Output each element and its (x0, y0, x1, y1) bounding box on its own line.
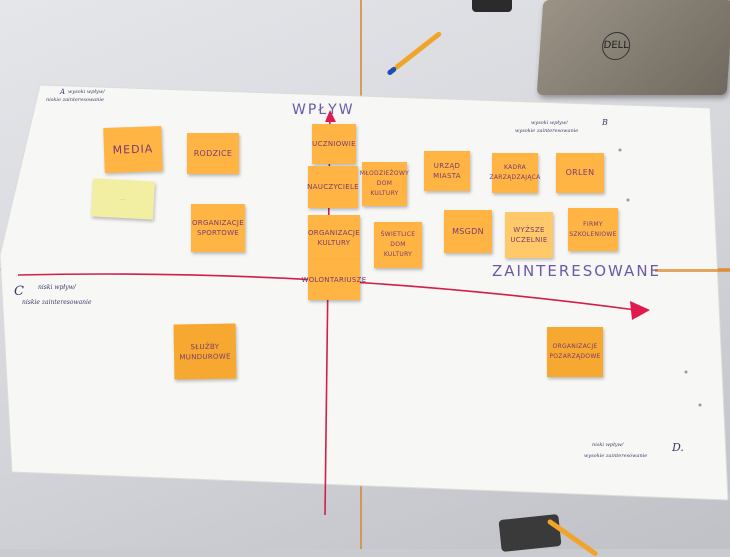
sticky-note: NAUCZYCIELE (307, 166, 359, 208)
quadrant-d-text: niski wpływ/ (592, 442, 624, 448)
quadrant-c-text: niski wpływ/ (38, 284, 76, 291)
quadrant-c-text: niskie zainteresowanie (22, 299, 92, 306)
sticky-note: ORLEN (556, 153, 604, 193)
quadrant-b-text: wysoki wpływ/ (531, 120, 568, 126)
quadrant-a-letter: A (60, 88, 66, 96)
sticky-note: WOLONTARIUSZE (302, 260, 366, 300)
quadrant-a-text: wysoki wpływ/ (68, 89, 105, 95)
sticky-note: RODZICE (187, 133, 239, 174)
quadrant-c-letter: C (14, 284, 24, 299)
phone (472, 0, 512, 12)
sticky-note: UCZNIOWIE (312, 124, 356, 164)
quadrant-a-text: niskie zainteresowanie (46, 97, 104, 103)
axis-label-horizontal: ZAINTERESOWANE (492, 262, 662, 280)
quadrant-d-text: wysokie zainteresowanie (584, 453, 648, 459)
quadrant-d-letter: D. (672, 441, 684, 454)
sticky-note: ... (91, 178, 155, 220)
sticky-note: MEDIA (103, 126, 163, 173)
vertical-axis-arrow (325, 110, 336, 122)
sticky-note: MSGDN (444, 210, 492, 253)
horizontal-axis-arrow (630, 301, 650, 320)
table-seam (655, 269, 730, 272)
axis-label-vertical: WPŁYW (292, 102, 355, 118)
quadrant-b-text: wysokie zainteresowanie (515, 128, 579, 134)
quadrant-b-letter: B (602, 118, 608, 127)
